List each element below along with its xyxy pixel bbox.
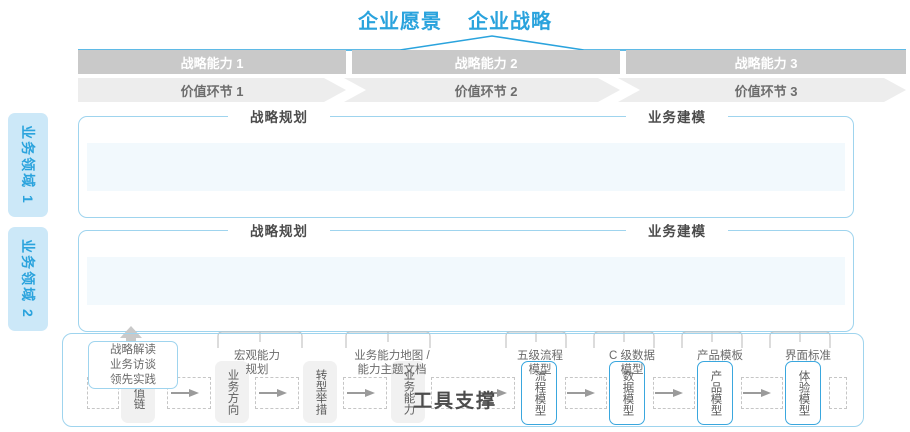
step-arrow-icon xyxy=(743,389,771,397)
title-row: 企业愿景 企业战略 xyxy=(0,4,910,34)
tool-label: 产品模板 xyxy=(682,349,758,363)
strategy-input-arrow xyxy=(120,326,142,348)
process-node-label: 体验模型 xyxy=(797,370,810,416)
value-link-label-2[interactable]: 价值环节 2 xyxy=(454,83,518,99)
process-node[interactable]: 体验模型 xyxy=(785,361,821,425)
tool-label-text: 战略解读业务访谈领先实践 xyxy=(110,343,156,386)
placeholder-slot xyxy=(829,377,847,409)
process-node[interactable]: 数据模型 xyxy=(609,361,645,425)
title-vision: 企业愿景 xyxy=(358,10,442,33)
process-node-label: 业务能力 xyxy=(402,369,415,415)
value-link-label-1[interactable]: 价值环节 1 xyxy=(180,83,244,99)
domain-row-2: 价值链业务方向转型举措业务能力流程模型数据模型产品模型体验模型 xyxy=(78,230,854,425)
placeholder-slot xyxy=(653,377,695,409)
capability-cell-2[interactable]: 战略能力 2 xyxy=(352,50,620,74)
group-caption: 业务建模 xyxy=(626,221,728,239)
tool-label-text: 产品模板 xyxy=(697,350,743,362)
process-node-label: 流程模型 xyxy=(533,370,546,416)
step-arrow-icon xyxy=(479,389,507,397)
capability-cell-1[interactable]: 战略能力 1 xyxy=(78,50,346,74)
placeholder-slot xyxy=(565,377,607,409)
placeholder-slot xyxy=(431,377,515,409)
footer-title: 工具支撑 xyxy=(412,391,497,412)
process-node-label: 转型举措 xyxy=(314,369,327,415)
group-caption: 业务建模 xyxy=(626,107,728,125)
placeholder-slot xyxy=(343,377,387,409)
title-strategy: 企业战略 xyxy=(468,10,552,33)
value-link-bar: 价值环节 1 价值环节 2 价值环节 3 xyxy=(78,78,906,102)
chevron-shape xyxy=(78,78,906,102)
tool-label-text: 宏观能力规划 xyxy=(234,350,280,376)
row-band-1 xyxy=(87,143,845,191)
step-arrow-icon xyxy=(259,389,287,397)
tool-label-text: 五级流程模型 xyxy=(517,350,563,376)
tool-label: C 级数据模型 xyxy=(592,349,672,377)
capability-cell-3[interactable]: 战略能力 3 xyxy=(626,50,906,74)
tool-label: 五级流程模型 xyxy=(500,349,580,377)
process-node[interactable]: 流程模型 xyxy=(521,361,557,425)
placeholder-slot xyxy=(167,377,211,409)
placeholder-slot xyxy=(741,377,783,409)
step-arrow-icon xyxy=(655,389,683,397)
step-arrow-icon xyxy=(347,389,375,397)
process-node[interactable]: 业务方向 xyxy=(215,361,249,423)
step-arrow-icon xyxy=(567,389,595,397)
tool-label-text: 界面标准 xyxy=(785,350,831,362)
process-node[interactable]: 业务能力 xyxy=(391,361,425,423)
tool-label: 宏观能力规划 xyxy=(212,349,302,377)
process-node[interactable]: 转型举措 xyxy=(303,361,337,423)
tool-box[interactable]: 战略解读业务访谈领先实践 xyxy=(88,341,178,389)
process-node-label: 数据模型 xyxy=(621,370,634,416)
sidebar-item-domain-1[interactable]: 业务领域 1 xyxy=(8,113,48,217)
tool-label-text: C 级数据模型 xyxy=(609,350,655,376)
placeholder-slot xyxy=(255,377,299,409)
process-node-label: 业务方向 xyxy=(226,369,239,415)
sidebar-label-domain-2: 业务领域 2 xyxy=(20,239,36,319)
tool-label: 界面标准 xyxy=(770,349,846,363)
sidebar-label-domain-1: 业务领域 1 xyxy=(20,125,36,205)
step-arrow-icon xyxy=(171,389,199,397)
group-caption: 战略规划 xyxy=(228,107,330,125)
value-link-label-3[interactable]: 价值环节 3 xyxy=(734,83,798,99)
footer-container xyxy=(62,333,864,427)
group-caption: 战略规划 xyxy=(228,221,330,239)
sidebar-item-domain-2[interactable]: 业务领域 2 xyxy=(8,227,48,331)
process-node-label: 产品模型 xyxy=(709,370,722,416)
tool-label-text: 业务能力地图 /能力主题文档 xyxy=(354,350,430,376)
process-node[interactable]: 产品模型 xyxy=(697,361,733,425)
row-band-2 xyxy=(87,257,845,305)
tool-label: 业务能力地图 /能力主题文档 xyxy=(340,349,444,377)
